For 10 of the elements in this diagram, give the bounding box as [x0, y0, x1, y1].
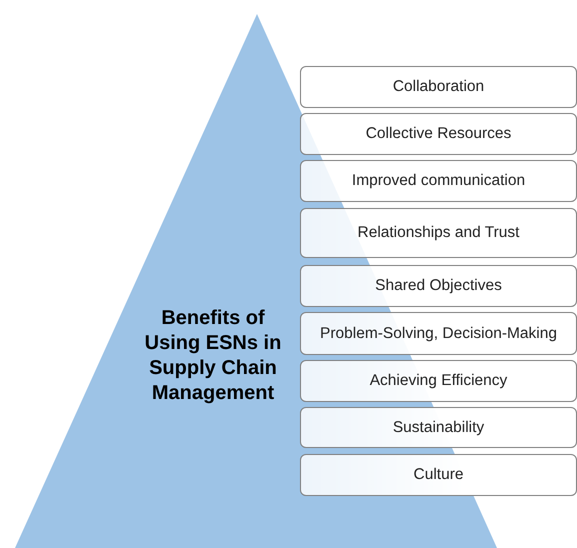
- benefit-box: Shared Objectives: [300, 265, 577, 307]
- benefit-box: Collective Resources: [300, 113, 577, 155]
- triangle-title: Benefits of Using ESNs in Supply Chain Management: [144, 306, 282, 406]
- benefit-box: Improved communication: [300, 160, 577, 202]
- benefit-box: Relationships and Trust: [300, 208, 577, 258]
- benefit-box: Culture: [300, 454, 577, 496]
- benefit-box: Achieving Efficiency: [300, 360, 577, 402]
- benefit-box: Sustainability: [300, 407, 577, 448]
- benefit-box: Problem-Solving, Decision-Making: [300, 312, 577, 355]
- benefit-box: Collaboration: [300, 66, 577, 108]
